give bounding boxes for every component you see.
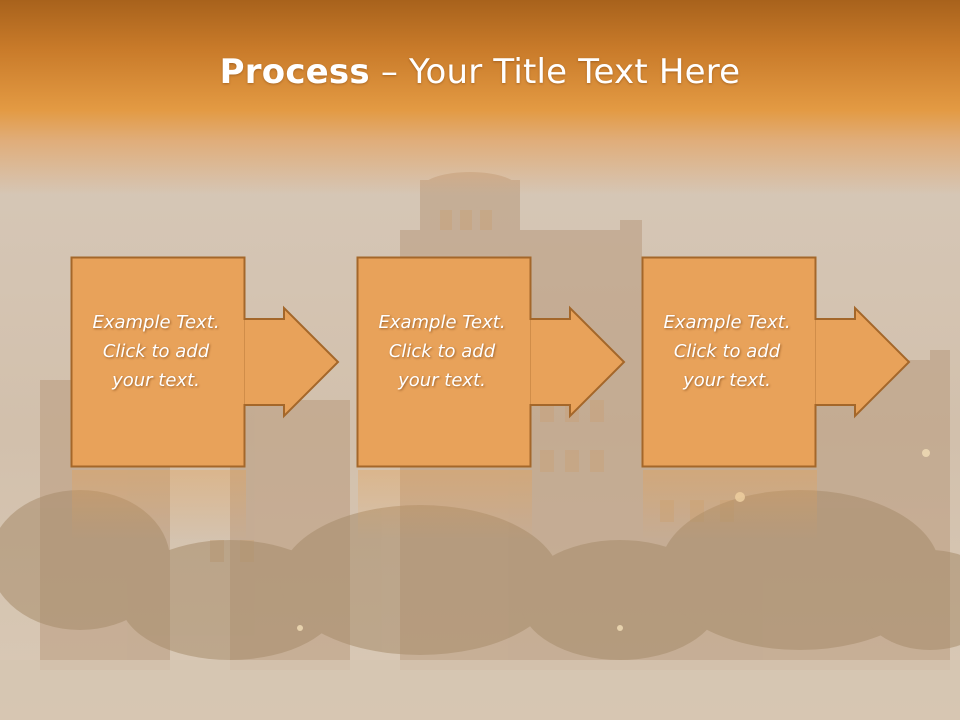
step-2-text[interactable]: Example Text. Click to add your text. [356, 308, 528, 395]
step-3-reflection [643, 470, 817, 540]
step-3-line-2: Click to add [673, 341, 781, 362]
process-step-1[interactable]: Example Text. Click to add your text. [70, 256, 340, 468]
step-1-line-3: your text. [112, 370, 200, 391]
title-band [0, 0, 960, 200]
step-3-line-1: Example Text. [663, 312, 791, 333]
title-rest: Your Title Text Here [409, 52, 741, 92]
step-1-reflection [72, 470, 246, 540]
step-3-line-3: your text. [683, 370, 771, 391]
step-2-line-2: Click to add [388, 341, 496, 362]
arrow-box-shape [356, 256, 626, 468]
arrow-box-shape [70, 256, 340, 468]
slide-title[interactable]: Process – Your Title Text Here [0, 52, 960, 92]
step-3-text[interactable]: Example Text. Click to add your text. [641, 308, 813, 395]
step-1-line-2: Click to add [102, 341, 210, 362]
step-2-reflection [358, 470, 532, 540]
step-1-text[interactable]: Example Text. Click to add your text. [70, 308, 242, 395]
title-separator: – [369, 52, 410, 92]
arrow-box-shape [641, 256, 911, 468]
step-2-line-1: Example Text. [378, 312, 506, 333]
process-step-2[interactable]: Example Text. Click to add your text. [356, 256, 626, 468]
title-strong: Process [219, 52, 370, 92]
step-1-line-1: Example Text. [92, 312, 220, 333]
step-2-line-3: your text. [398, 370, 486, 391]
process-step-3[interactable]: Example Text. Click to add your text. [641, 256, 911, 468]
